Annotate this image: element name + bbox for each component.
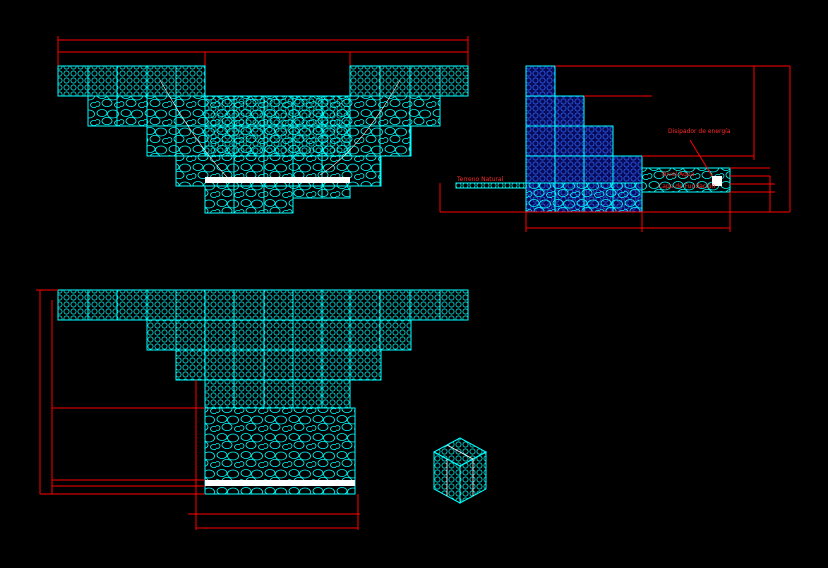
side-section-view: Disipador de energía Terreno Natural Niv… [439,65,791,232]
label-foundation-layer: Capa de Fundación [658,183,716,190]
plan-water-band [205,480,355,486]
front-gabion-rows [57,65,469,214]
plan-view [36,289,469,530]
front-top-dimension [57,36,469,66]
label-natural-ground: Terreno Natural [456,176,504,183]
label-water-level: Nivel Agua [662,171,695,178]
front-water-band [205,177,350,183]
side-dimensions [439,65,791,232]
natural-ground-band [455,182,527,189]
front-section-view [57,36,469,214]
isometric-gabion-box [432,437,488,504]
label-energy-dissipator: Disipador de energía [668,128,731,135]
plan-dimensions [36,289,360,530]
front-guide-lines [159,79,401,181]
